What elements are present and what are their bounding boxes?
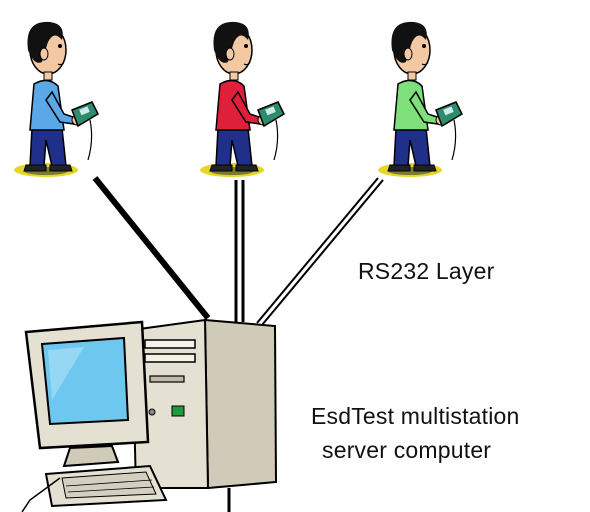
- operator-with-handheld-tester-icon: [200, 21, 285, 177]
- server-label-line-2: server computer: [322, 437, 492, 463]
- station-operator-1: [14, 21, 99, 177]
- station-operator-2: [200, 21, 285, 177]
- operator-with-handheld-tester-icon: [14, 21, 99, 177]
- server-label-line-1: EsdTest multistation: [311, 403, 520, 429]
- rs232-connections: [92, 176, 384, 326]
- connection-line-right-a: [256, 177, 379, 324]
- desktop-computer-icon: [21, 318, 278, 512]
- connection-line-left: [92, 176, 211, 320]
- rs232-layer-label: RS232 Layer: [358, 258, 495, 284]
- station-operator-3: [378, 21, 463, 177]
- connection-line-right-b: [261, 179, 384, 326]
- operator-with-handheld-tester-icon: [378, 21, 463, 177]
